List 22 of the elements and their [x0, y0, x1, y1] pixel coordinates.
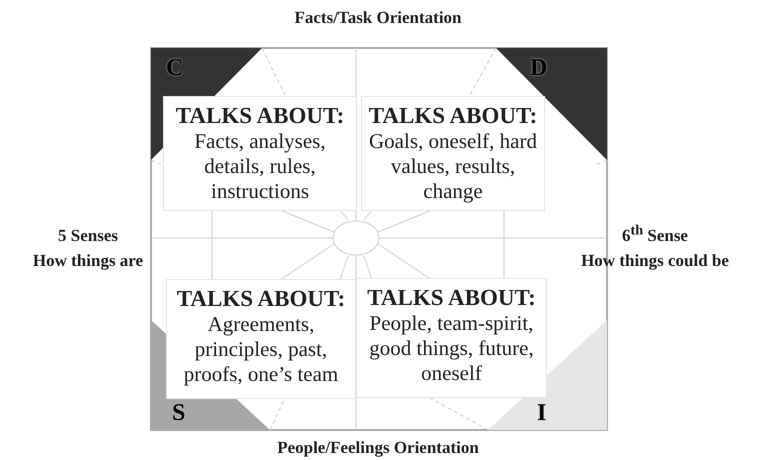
axis-label: How things could be — [581, 251, 729, 271]
axis-label: Facts/Task Orientation — [294, 8, 462, 28]
axis-label: People/Feelings Orientation — [277, 438, 479, 458]
axis-label: How things are — [32, 251, 144, 271]
card-heading: TALKS ABOUT: — [176, 103, 344, 129]
axis-label: 5 Senses — [58, 226, 118, 246]
card-heading: TALKS ABOUT: — [367, 285, 536, 311]
card-text: Agreements, principles, past, proofs, one’s team — [182, 312, 340, 387]
quadrant-letter: S — [172, 403, 186, 423]
quadrant-letter: C — [166, 58, 184, 78]
card-text: Facts, analyses, details, rules, instructions — [193, 129, 327, 204]
card-heading: TALKS ABOUT: — [176, 286, 346, 312]
quadrant-letter: D — [530, 58, 548, 78]
card-text: People, team-spirit, good things, future, oneself — [368, 311, 535, 386]
text-card — [361, 96, 545, 211]
card-text: Goals, oneself, hard values, results, change — [368, 129, 538, 204]
text-card — [356, 278, 547, 398]
card-heading: TALKS ABOUT: — [368, 103, 538, 129]
text-card — [166, 279, 356, 399]
axis-label: 6$^{th}$ Sense — [622, 226, 688, 246]
quadrant-letter: I — [537, 403, 546, 423]
text-card — [163, 96, 357, 211]
